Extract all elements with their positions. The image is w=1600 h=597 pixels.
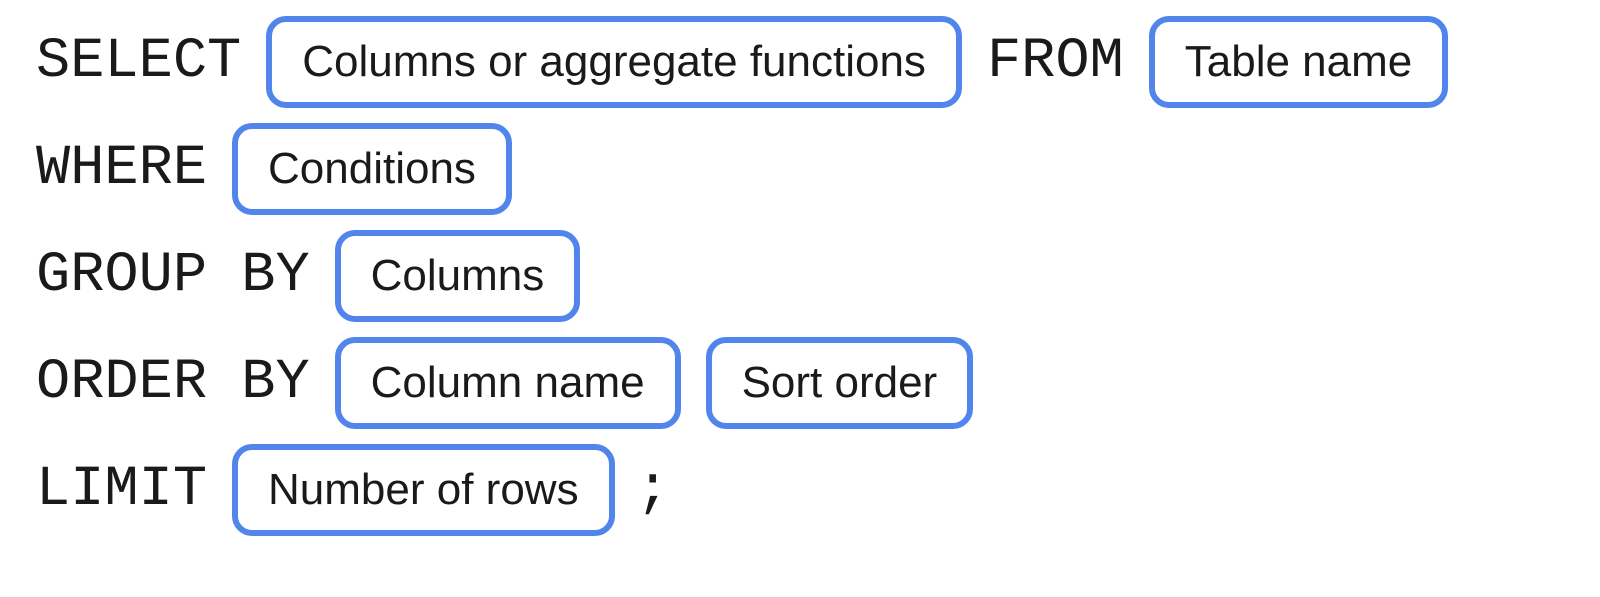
sql-keyword-group-by: GROUP BY bbox=[36, 243, 310, 308]
sql-keyword-from: FROM bbox=[986, 29, 1124, 94]
sql-keyword-order-by: ORDER BY bbox=[36, 350, 310, 415]
placeholder-label-group-columns: Columns bbox=[370, 250, 545, 300]
placeholder-label-sort-order: Sort order bbox=[741, 357, 938, 407]
placeholder-box-order-column-name: Column name bbox=[334, 336, 681, 430]
placeholder-box-group-columns: Columns bbox=[334, 229, 581, 323]
placeholder-label-select-columns: Columns or aggregate functions bbox=[302, 36, 926, 86]
sql-keyword-select: SELECT bbox=[36, 29, 242, 94]
placeholder-label-order-column-name: Column name bbox=[370, 357, 645, 407]
clause-row-order-by: ORDER BY Column name Sort order bbox=[36, 335, 1600, 431]
clause-row-select-from: SELECT Columns or aggregate functions FR… bbox=[36, 14, 1600, 110]
placeholder-label-table-name: Table name bbox=[1184, 36, 1413, 86]
clause-row-group-by: GROUP BY Columns bbox=[36, 228, 1600, 324]
clause-row-where: WHERE Conditions bbox=[36, 121, 1600, 217]
placeholder-box-select-columns: Columns or aggregate functions bbox=[266, 15, 962, 109]
placeholder-label-conditions: Conditions bbox=[268, 143, 476, 193]
sql-keyword-limit: LIMIT bbox=[36, 457, 208, 522]
sql-keyword-where: WHERE bbox=[36, 136, 208, 201]
placeholder-box-sort-order: Sort order bbox=[705, 336, 974, 430]
placeholder-label-number-of-rows: Number of rows bbox=[268, 464, 579, 514]
placeholder-box-conditions: Conditions bbox=[232, 122, 512, 216]
clause-row-limit: LIMIT Number of rows ; bbox=[36, 442, 1600, 538]
placeholder-box-table-name: Table name bbox=[1148, 15, 1449, 109]
placeholder-box-number-of-rows: Number of rows bbox=[232, 443, 615, 537]
sql-terminator-semicolon: ; bbox=[635, 457, 670, 522]
